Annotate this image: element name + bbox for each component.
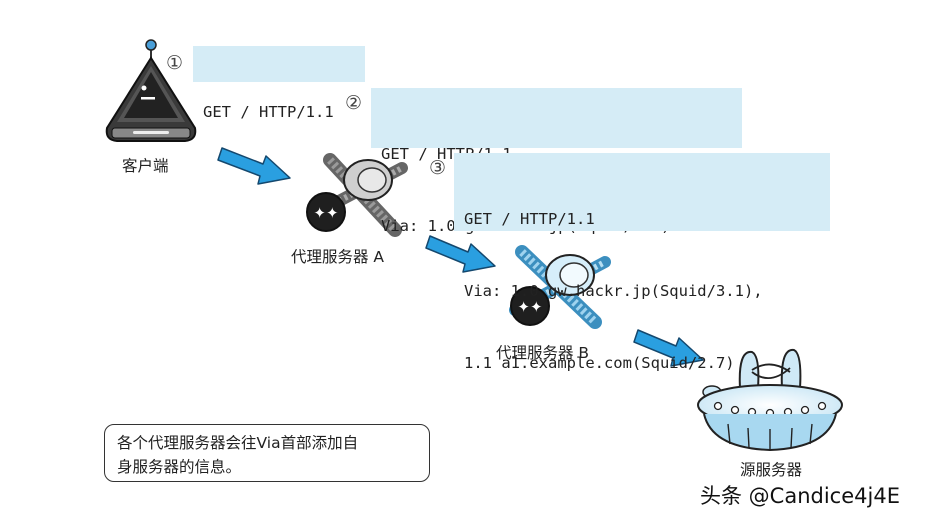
arrow-proxy-b-to-origin	[633, 329, 704, 367]
request-3-line-1: GET / HTTP/1.1	[464, 210, 595, 228]
client-label: 客户端	[122, 157, 169, 175]
request-box-2: GET / HTTP/1.1 Via: 1.0 gw.hackr.jp(Squi…	[371, 88, 742, 235]
proxy-a-label: 代理服务器 A	[291, 248, 385, 266]
step-2-number: ②	[345, 92, 363, 114]
request-box-1: GET / HTTP/1.1	[193, 46, 365, 121]
proxy-server-b-icon: ✦✦	[509, 245, 611, 329]
watermark: 头条 @Candice4j4E	[700, 484, 900, 508]
proxy-b-label: 代理服务器 B	[496, 344, 590, 362]
origin-label: 源服务器	[740, 461, 803, 479]
client-device-icon	[105, 39, 197, 142]
request-1-line-1: GET / HTTP/1.1	[203, 103, 334, 121]
arrow-proxy-a-to-proxy-b	[425, 235, 496, 273]
arrow-client-to-proxy-a	[217, 147, 291, 185]
note-line-1: 各个代理服务器会往Via首部添加自	[117, 434, 359, 452]
request-box-3: GET / HTTP/1.1 Via: 1.0 gw.hackr.jp(Squi…	[454, 153, 830, 372]
svg-text:✦✦: ✦✦	[517, 298, 542, 316]
svg-text:✦✦: ✦✦	[313, 204, 338, 222]
step-1-number: ①	[166, 52, 184, 74]
step-3-number: ③	[429, 157, 447, 179]
request-3-line-3: 1.1 a1.example.com(Squid/2.7)	[464, 354, 735, 372]
note-line-2: 身服务器的信息。	[117, 458, 242, 476]
note-box: 各个代理服务器会往Via首部添加自 身服务器的信息。	[104, 424, 430, 482]
request-3-line-2: Via: 1.0 gw.hackr.jp(Squid/3.1),	[464, 282, 763, 300]
origin-server-icon	[697, 348, 843, 452]
proxy-server-a-icon: ✦✦	[306, 153, 408, 237]
